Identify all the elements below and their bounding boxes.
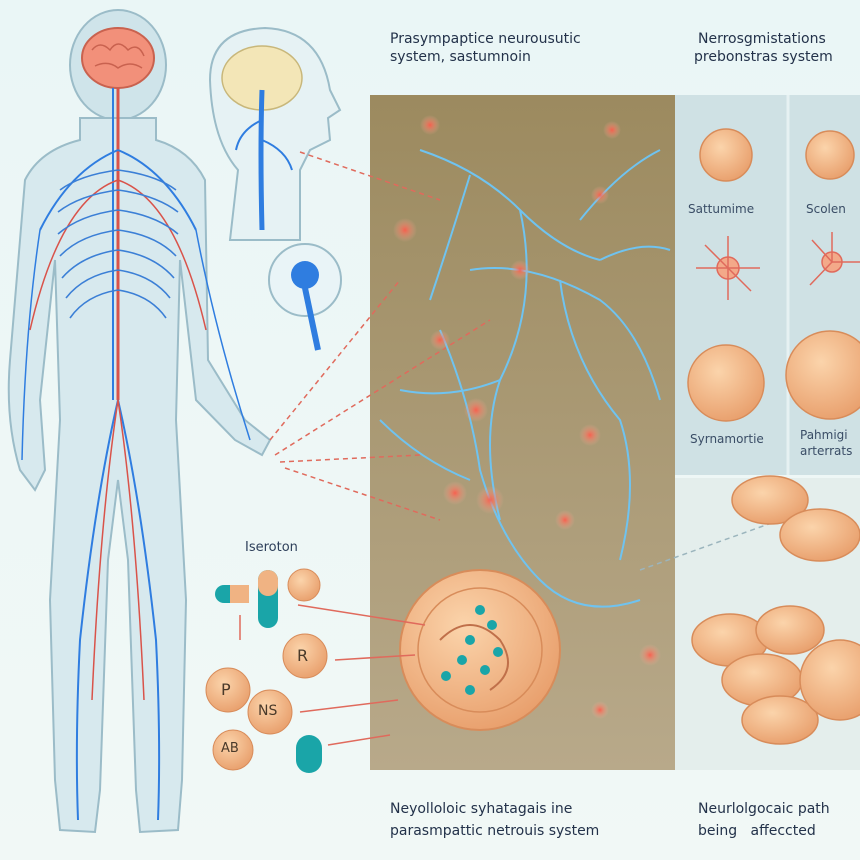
coin-p-label: P [221,680,231,699]
panel-label-2: Scolen [806,202,846,216]
pills-group [205,568,328,773]
neuron-inset [268,243,342,351]
brain [81,27,155,89]
heading-top-right-1: Nerrosgmistations [698,31,826,47]
heading-bottom-center-1: Neyolloloic syhatagais ine [390,801,573,817]
panel-label-4a: Pahmigi [800,428,848,442]
heading-bottom-center-2: parasmpattic netrouis system [390,823,600,839]
connector-arrows [269,151,781,571]
neuron-branches [379,149,671,608]
head-profile-illustration [208,26,342,241]
heading-top-center-1: Prasympaptice neurousutic [390,31,581,47]
panel-label-4b: arterrats [800,444,853,458]
iseroton-label: Iseroton [245,540,298,555]
heading-top-right-2: prebonstras system [694,49,833,65]
heading-bottom-right-2: being affeccted [698,823,816,839]
large-coin [399,569,561,731]
teal-particles [441,605,503,695]
panel-label-3: Syrnamortie [690,432,764,446]
coin-ab-label: AB [221,741,239,756]
coin-ns-label: NS [258,703,278,719]
heading-top-center-2: system, sastumnoin [390,49,531,65]
molecule-starbursts [696,232,860,300]
nervous-system [21,88,251,821]
coin-stack [691,475,860,745]
heading-bottom-right-1: Neurlolgocaic path [698,801,830,817]
pill-arrows [239,604,426,746]
coin-r-label: R [297,646,309,665]
panel-coins [687,128,860,422]
panel-label-1: Sattumime [688,202,755,216]
rib-nerves [57,169,179,319]
